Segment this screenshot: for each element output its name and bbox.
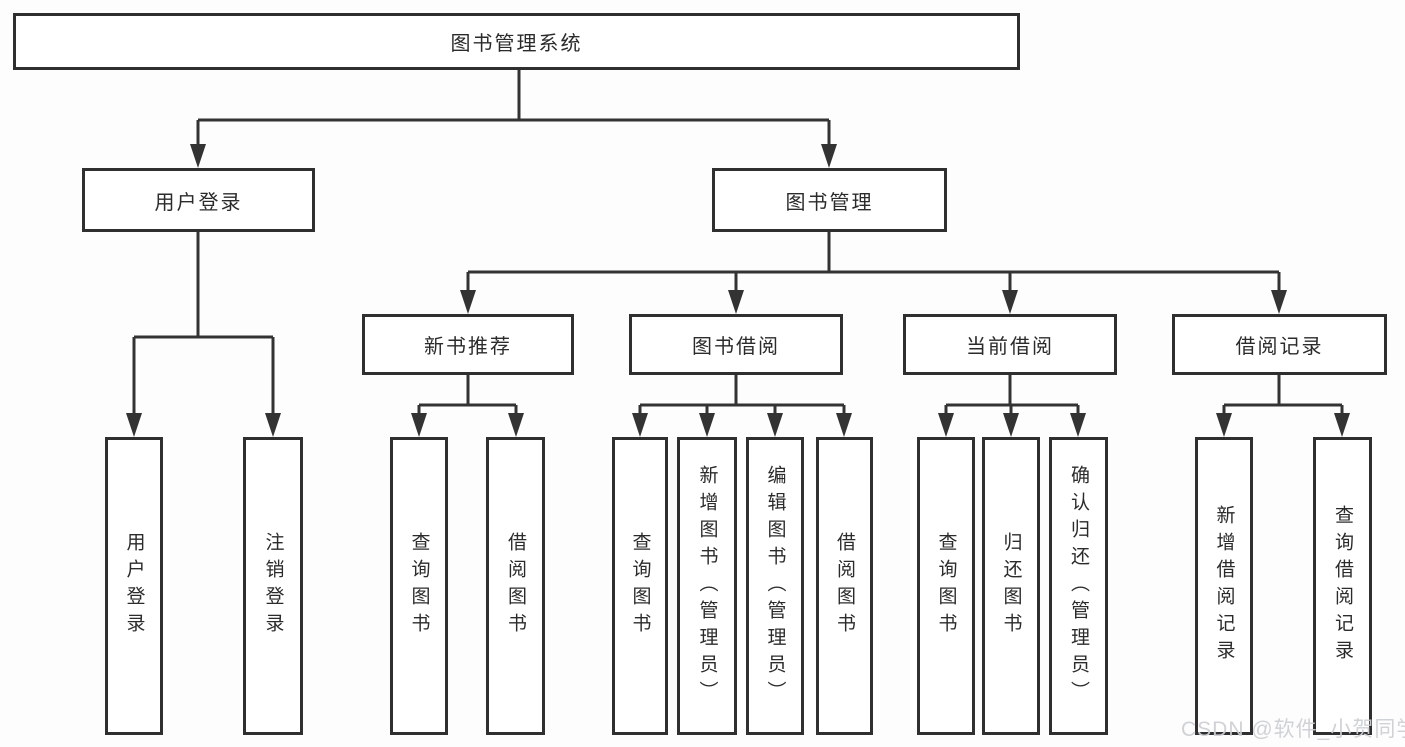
leaf-query-books-2-label: 查询图书 — [629, 532, 651, 640]
leaf-confirm-return-admin-label: 确认归还（管理员） — [1068, 464, 1089, 708]
leaf-edit-books-admin-label: 编辑图书（管理员） — [764, 464, 786, 708]
node-borrow-records-label: 借阅记录 — [1235, 336, 1324, 358]
node-borrow-records: 借阅记录 — [1172, 314, 1387, 375]
leaf-query-books-2: 查询图书 — [612, 437, 668, 735]
leaf-borrow-books-2-label: 借阅图书 — [834, 532, 855, 640]
leaf-query-books-3-label: 查询图书 — [935, 532, 957, 640]
leaf-add-borrow-record: 新增借阅记录 — [1195, 437, 1253, 735]
node-root-label: 图书管理系统 — [450, 33, 583, 55]
node-book-management-label: 图书管理 — [785, 191, 874, 214]
leaf-logout-label: 注销登录 — [262, 532, 284, 640]
node-book-borrow: 图书借阅 — [629, 314, 843, 375]
node-current-borrow: 当前借阅 — [903, 314, 1117, 375]
leaf-query-borrow-record: 查询借阅记录 — [1313, 437, 1372, 735]
node-root: 图书管理系统 — [13, 13, 1020, 70]
leaf-query-books-1-label: 查询图书 — [408, 532, 430, 640]
csdn-watermark: CSDN @软件_小贺同学 — [1181, 718, 1405, 741]
leaf-borrow-books-1: 借阅图书 — [486, 437, 545, 735]
leaf-return-books-label: 归还图书 — [1000, 532, 1022, 640]
leaf-add-books-admin: 新增图书（管理员） — [677, 437, 737, 735]
leaf-borrow-books-2: 借阅图书 — [816, 437, 873, 735]
leaf-confirm-return-admin: 确认归还（管理员） — [1049, 437, 1108, 735]
leaf-logout: 注销登录 — [243, 437, 303, 735]
node-new-book-recommend-label: 新书推荐 — [424, 336, 512, 358]
leaf-query-books-1: 查询图书 — [390, 437, 448, 735]
leaf-return-books: 归还图书 — [982, 437, 1040, 735]
node-book-management: 图书管理 — [712, 168, 947, 232]
leaf-add-books-admin-label: 新增图书（管理员） — [696, 464, 718, 708]
leaf-user-login-label: 用户登录 — [123, 532, 145, 640]
leaf-add-borrow-record-label: 新增借阅记录 — [1213, 505, 1235, 667]
leaf-borrow-books-1-label: 借阅图书 — [505, 532, 526, 640]
leaf-query-borrow-record-label: 查询借阅记录 — [1332, 505, 1353, 667]
node-user-login-label: 用户登录 — [154, 191, 243, 214]
leaf-query-books-3: 查询图书 — [917, 437, 975, 735]
node-current-borrow-label: 当前借阅 — [966, 336, 1054, 358]
node-book-borrow-label: 图书借阅 — [692, 336, 780, 358]
node-new-book-recommend: 新书推荐 — [362, 314, 574, 375]
node-user-login: 用户登录 — [82, 168, 315, 232]
leaf-user-login: 用户登录 — [105, 437, 163, 735]
leaf-edit-books-admin: 编辑图书（管理员） — [746, 437, 804, 735]
